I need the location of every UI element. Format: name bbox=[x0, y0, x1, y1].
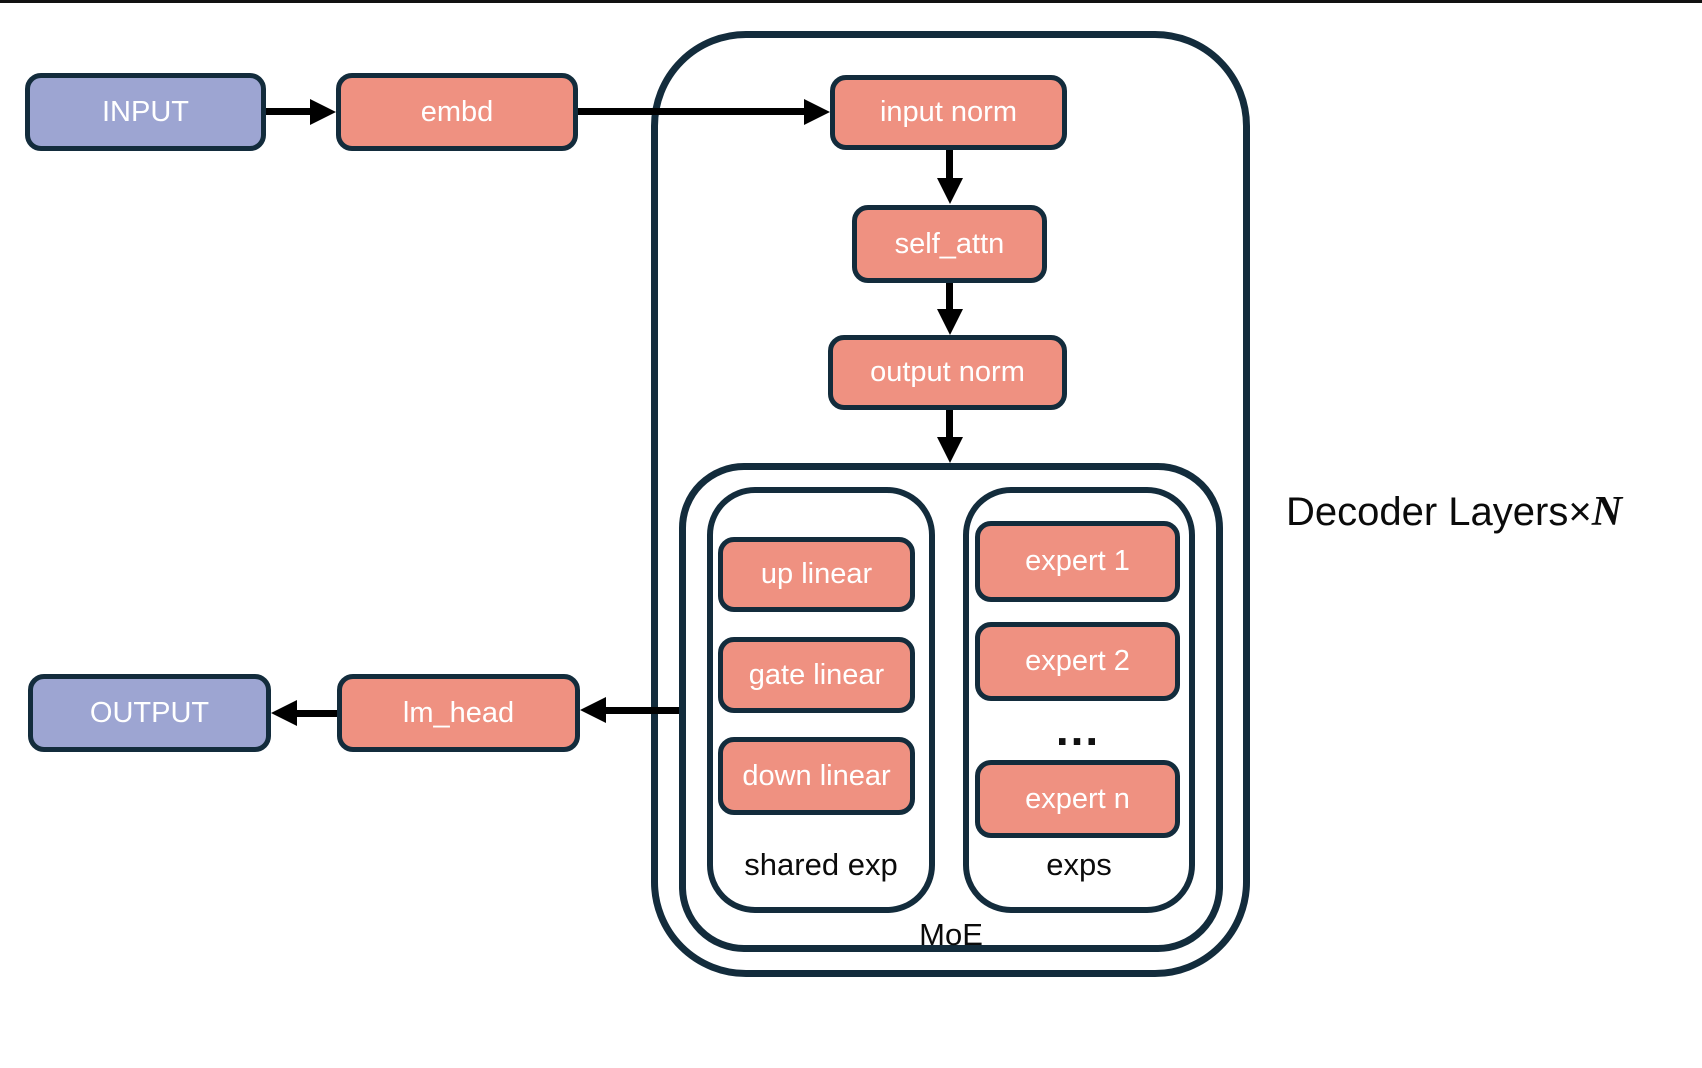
node-self-attn: self_attn bbox=[852, 205, 1047, 283]
arrow-head-left-icon bbox=[271, 700, 297, 726]
arrow-line bbox=[578, 108, 806, 115]
arrow-head-right-icon bbox=[310, 99, 336, 125]
decoder-layers-container bbox=[651, 31, 1250, 977]
arrow-head-down-icon bbox=[937, 309, 963, 335]
shared-exp-label: shared exp bbox=[744, 847, 898, 882]
moe-container bbox=[679, 463, 1223, 952]
arrow-line bbox=[946, 410, 953, 438]
exps-container bbox=[963, 487, 1195, 913]
arrow-head-left-icon bbox=[580, 697, 606, 723]
node-expert-1: expert 1 bbox=[975, 521, 1180, 602]
moe-label: MoE bbox=[919, 917, 983, 952]
shared-exp-container bbox=[707, 487, 935, 913]
top-border-line bbox=[0, 0, 1702, 3]
arrow-line bbox=[946, 283, 953, 310]
decoder-layers-text: Decoder Layers× bbox=[1286, 490, 1592, 534]
node-down-linear: down linear bbox=[718, 737, 915, 815]
arrow-line bbox=[266, 108, 312, 115]
arrow-head-right-icon bbox=[804, 99, 830, 125]
node-input-norm: input norm bbox=[830, 75, 1067, 150]
node-output-norm: output norm bbox=[828, 335, 1067, 410]
node-expert-2: expert 2 bbox=[975, 622, 1180, 701]
decoder-layers-label: Decoder Layers×N bbox=[1286, 491, 1622, 533]
node-gate-linear: gate linear bbox=[718, 637, 915, 713]
arrow-head-down-icon bbox=[937, 178, 963, 204]
node-expert-n: expert n bbox=[975, 760, 1180, 838]
node-lm-head: lm_head bbox=[337, 674, 580, 752]
arrow-line bbox=[295, 710, 337, 717]
arrow-line bbox=[604, 707, 679, 714]
node-up-linear: up linear bbox=[718, 537, 915, 612]
node-input: INPUT bbox=[25, 73, 266, 151]
arrow-line bbox=[946, 150, 953, 179]
exps-label: exps bbox=[1046, 847, 1112, 882]
decoder-layers-n: N bbox=[1591, 489, 1623, 535]
node-embd: embd bbox=[336, 73, 578, 151]
arrow-head-down-icon bbox=[937, 437, 963, 463]
node-output: OUTPUT bbox=[28, 674, 271, 752]
